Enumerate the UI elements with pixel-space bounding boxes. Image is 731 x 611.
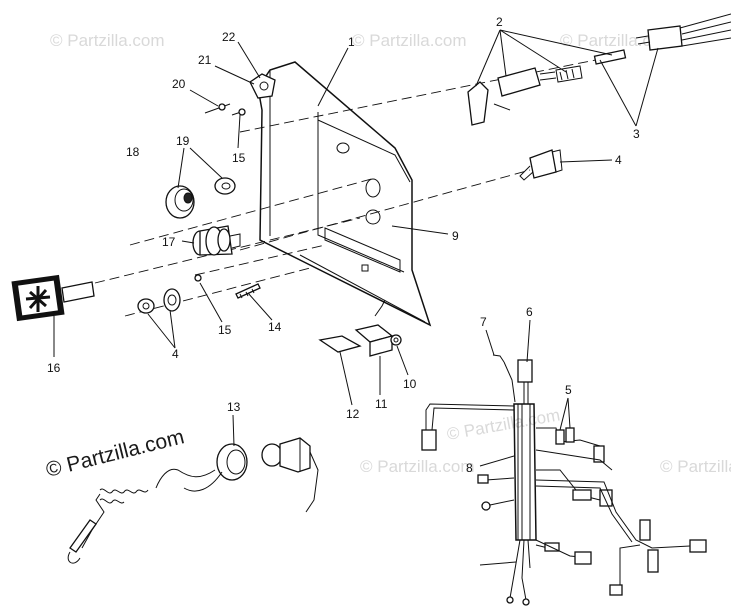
callout-4-right: 4	[615, 153, 622, 167]
callout-20: 20	[172, 77, 186, 91]
callout-15-top: 15	[232, 151, 246, 165]
switch-assembly	[467, 49, 627, 126]
callout-13: 13	[227, 400, 241, 414]
ignition-17	[192, 225, 241, 256]
connector-3	[635, 13, 731, 51]
watermark-layer: © Partzilla.com © Partzilla.com © Partzi…	[44, 31, 731, 482]
toggle-switch	[519, 149, 563, 181]
callout-4-left: 4	[172, 347, 179, 361]
callout-6: 6	[526, 305, 533, 319]
watermark-mid-right: © Partzilla.com	[660, 457, 731, 476]
callout-3: 3	[633, 127, 640, 141]
wiring-harness	[421, 354, 707, 606]
callout-12: 12	[346, 407, 360, 421]
alignment-lines	[94, 53, 626, 317]
hardware-20-22	[204, 73, 276, 116]
callout-labels: 1 2 3 4 9 22 21 20 15 18 19 17 16 4 15 1…	[47, 15, 640, 475]
leader-lines	[53, 29, 659, 467]
watermark-top-right: © Partzilla.com	[560, 31, 675, 50]
callout-22: 22	[222, 30, 236, 44]
nut-10	[390, 334, 402, 346]
nut-4-left	[137, 288, 181, 314]
tether-13	[67, 437, 319, 564]
plate-12	[318, 335, 362, 353]
callout-19: 19	[176, 134, 190, 148]
callout-1: 1	[348, 35, 355, 49]
watermark-wiring: © Partzilla.com	[445, 405, 561, 444]
washer-19	[214, 177, 236, 195]
callout-14: 14	[268, 320, 282, 334]
callout-15-bottom: 15	[218, 323, 232, 337]
key-16	[11, 274, 95, 322]
watermark-mid-center: © Partzilla.com	[360, 457, 475, 476]
callout-17: 17	[162, 235, 176, 249]
screws-14-15	[194, 274, 261, 299]
callout-11: 11	[375, 397, 388, 411]
callout-9: 9	[452, 229, 459, 243]
callout-5: 5	[565, 383, 572, 397]
callout-21: 21	[198, 53, 212, 67]
callout-8: 8	[466, 461, 473, 475]
dash-panel	[257, 61, 432, 327]
callout-18: 18	[126, 145, 140, 159]
callout-7: 7	[480, 315, 487, 329]
knob-18	[165, 185, 195, 219]
callout-2: 2	[496, 15, 503, 29]
watermark-top-left: © Partzilla.com	[50, 31, 165, 50]
callout-16: 16	[47, 361, 61, 375]
bracket-11	[354, 299, 394, 357]
watermark-top-center: © Partzilla.com	[352, 31, 467, 50]
callout-10: 10	[403, 377, 417, 391]
